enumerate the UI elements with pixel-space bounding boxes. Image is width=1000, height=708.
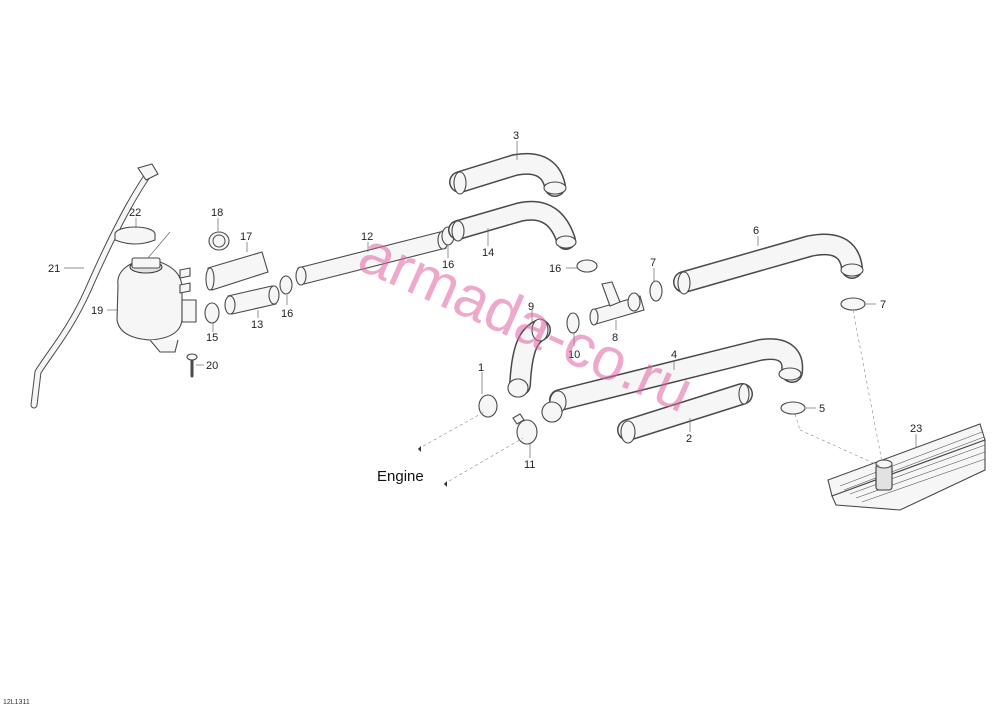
callout-16-middle: 16 [442, 259, 454, 271]
callout-12: 12 [361, 231, 373, 243]
part-13-fitting [224, 285, 280, 318]
callout-labels: 1 2 3 4 5 6 7 7 8 9 10 11 12 13 14 15 16… [48, 130, 922, 471]
watermark-text: armada-co.ru [350, 219, 703, 425]
part-6-radiator-hose [673, 233, 864, 295]
callout-13: 13 [251, 319, 263, 331]
part-22-reservoir-cap [114, 218, 156, 245]
part-7-clamp-upper [649, 268, 663, 302]
part-11-clamp [512, 413, 538, 458]
callout-22: 22 [129, 207, 141, 219]
part-17-sleeve [205, 242, 269, 291]
callout-19: 19 [91, 305, 103, 317]
part-7-clamp-lower [840, 297, 876, 311]
drawing-code: 12L1311 [3, 699, 30, 706]
part-10-clamp [566, 312, 580, 346]
callout-14: 14 [482, 247, 494, 259]
part-19-coolant-reservoir [107, 231, 197, 353]
callout-16-left: 16 [281, 308, 293, 320]
part-16-clamp-right [566, 259, 598, 273]
callout-3: 3 [513, 130, 519, 142]
callout-8: 8 [612, 332, 618, 344]
callout-16-right: 16 [549, 263, 561, 275]
callout-5: 5 [819, 403, 825, 415]
engine-label: Engine [377, 468, 424, 485]
callout-10: 10 [568, 349, 580, 361]
callout-18: 18 [211, 207, 223, 219]
callout-1: 1 [478, 362, 484, 374]
part-15-clamp [204, 302, 220, 332]
part-20-screw [186, 353, 204, 378]
assembly-lines [417, 309, 883, 487]
callout-15: 15 [206, 332, 218, 344]
part-2-straight-hose [617, 383, 753, 444]
callout-2: 2 [686, 433, 692, 445]
callout-9: 9 [528, 301, 534, 313]
part-1-clamp [478, 372, 498, 418]
part-5-clamp [780, 401, 816, 415]
part-3-upper-hose [449, 141, 567, 197]
callout-20: 20 [206, 360, 218, 372]
callout-7-lower: 7 [880, 299, 886, 311]
callout-21: 21 [48, 263, 60, 275]
callout-17: 17 [240, 231, 252, 243]
callout-11: 11 [524, 459, 535, 471]
part-14-curved-hose [448, 200, 577, 250]
callout-4: 4 [671, 349, 677, 361]
callout-7-upper: 7 [650, 257, 656, 269]
part-23-radiator [827, 423, 986, 511]
part-18-clamp [208, 218, 230, 251]
part-8-tee-fitting [589, 281, 645, 330]
part-21-vent-hose [30, 163, 159, 409]
callout-6: 6 [753, 225, 759, 237]
part-16-clamp-left [279, 275, 293, 305]
callout-23: 23 [910, 423, 922, 435]
engine-hose-stubs [507, 378, 563, 423]
part-4-long-hose [549, 338, 804, 414]
